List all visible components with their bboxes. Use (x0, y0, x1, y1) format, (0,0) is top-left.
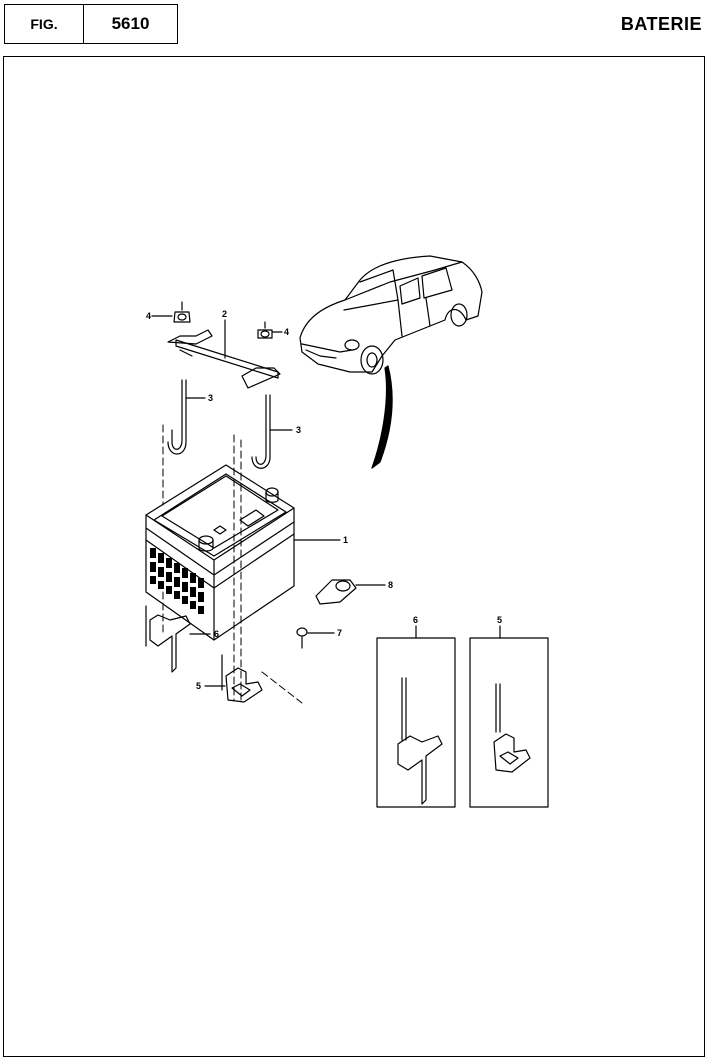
nut-right (257, 321, 283, 339)
hold-down-bar (167, 319, 281, 389)
callout-bracket-front: 5 (196, 681, 201, 691)
detail-label-left: 6 (413, 615, 418, 625)
drawing-frame (3, 56, 705, 1057)
nut-left (151, 301, 191, 323)
fig-number: 5610 (111, 14, 150, 33)
terminal-cover (315, 579, 386, 605)
callout-bracket-rear: 6 (214, 629, 219, 639)
hook-bolt-left (167, 379, 206, 455)
callout-screw: 7 (337, 628, 342, 638)
screw (296, 627, 335, 649)
callout-terminal-cover: 8 (388, 580, 393, 590)
callout-battery: 1 (343, 535, 348, 545)
detail-box-bracket-5 (469, 625, 549, 808)
hook-bolt-right (251, 394, 293, 469)
callout-hold-down-bar: 2 (222, 309, 227, 319)
detail-box-bracket-6 (376, 625, 456, 808)
bracket-rear (145, 605, 211, 673)
fig-label: FIG. (5, 5, 84, 43)
car-illustration (299, 255, 483, 469)
figure-id-box: FIG. 5610 (4, 4, 178, 44)
callout-nut-left: 4 (146, 311, 151, 321)
callout-nut-right: 4 (284, 327, 289, 337)
bracket-front (204, 654, 263, 703)
section-title: BATERIE (620, 14, 702, 34)
detail-label-right: 5 (497, 615, 502, 625)
callout-hook-bolt-left: 3 (208, 393, 213, 403)
callout-hook-bolt-right: 3 (296, 425, 301, 435)
alignment-lines (162, 424, 303, 704)
battery (145, 464, 341, 641)
